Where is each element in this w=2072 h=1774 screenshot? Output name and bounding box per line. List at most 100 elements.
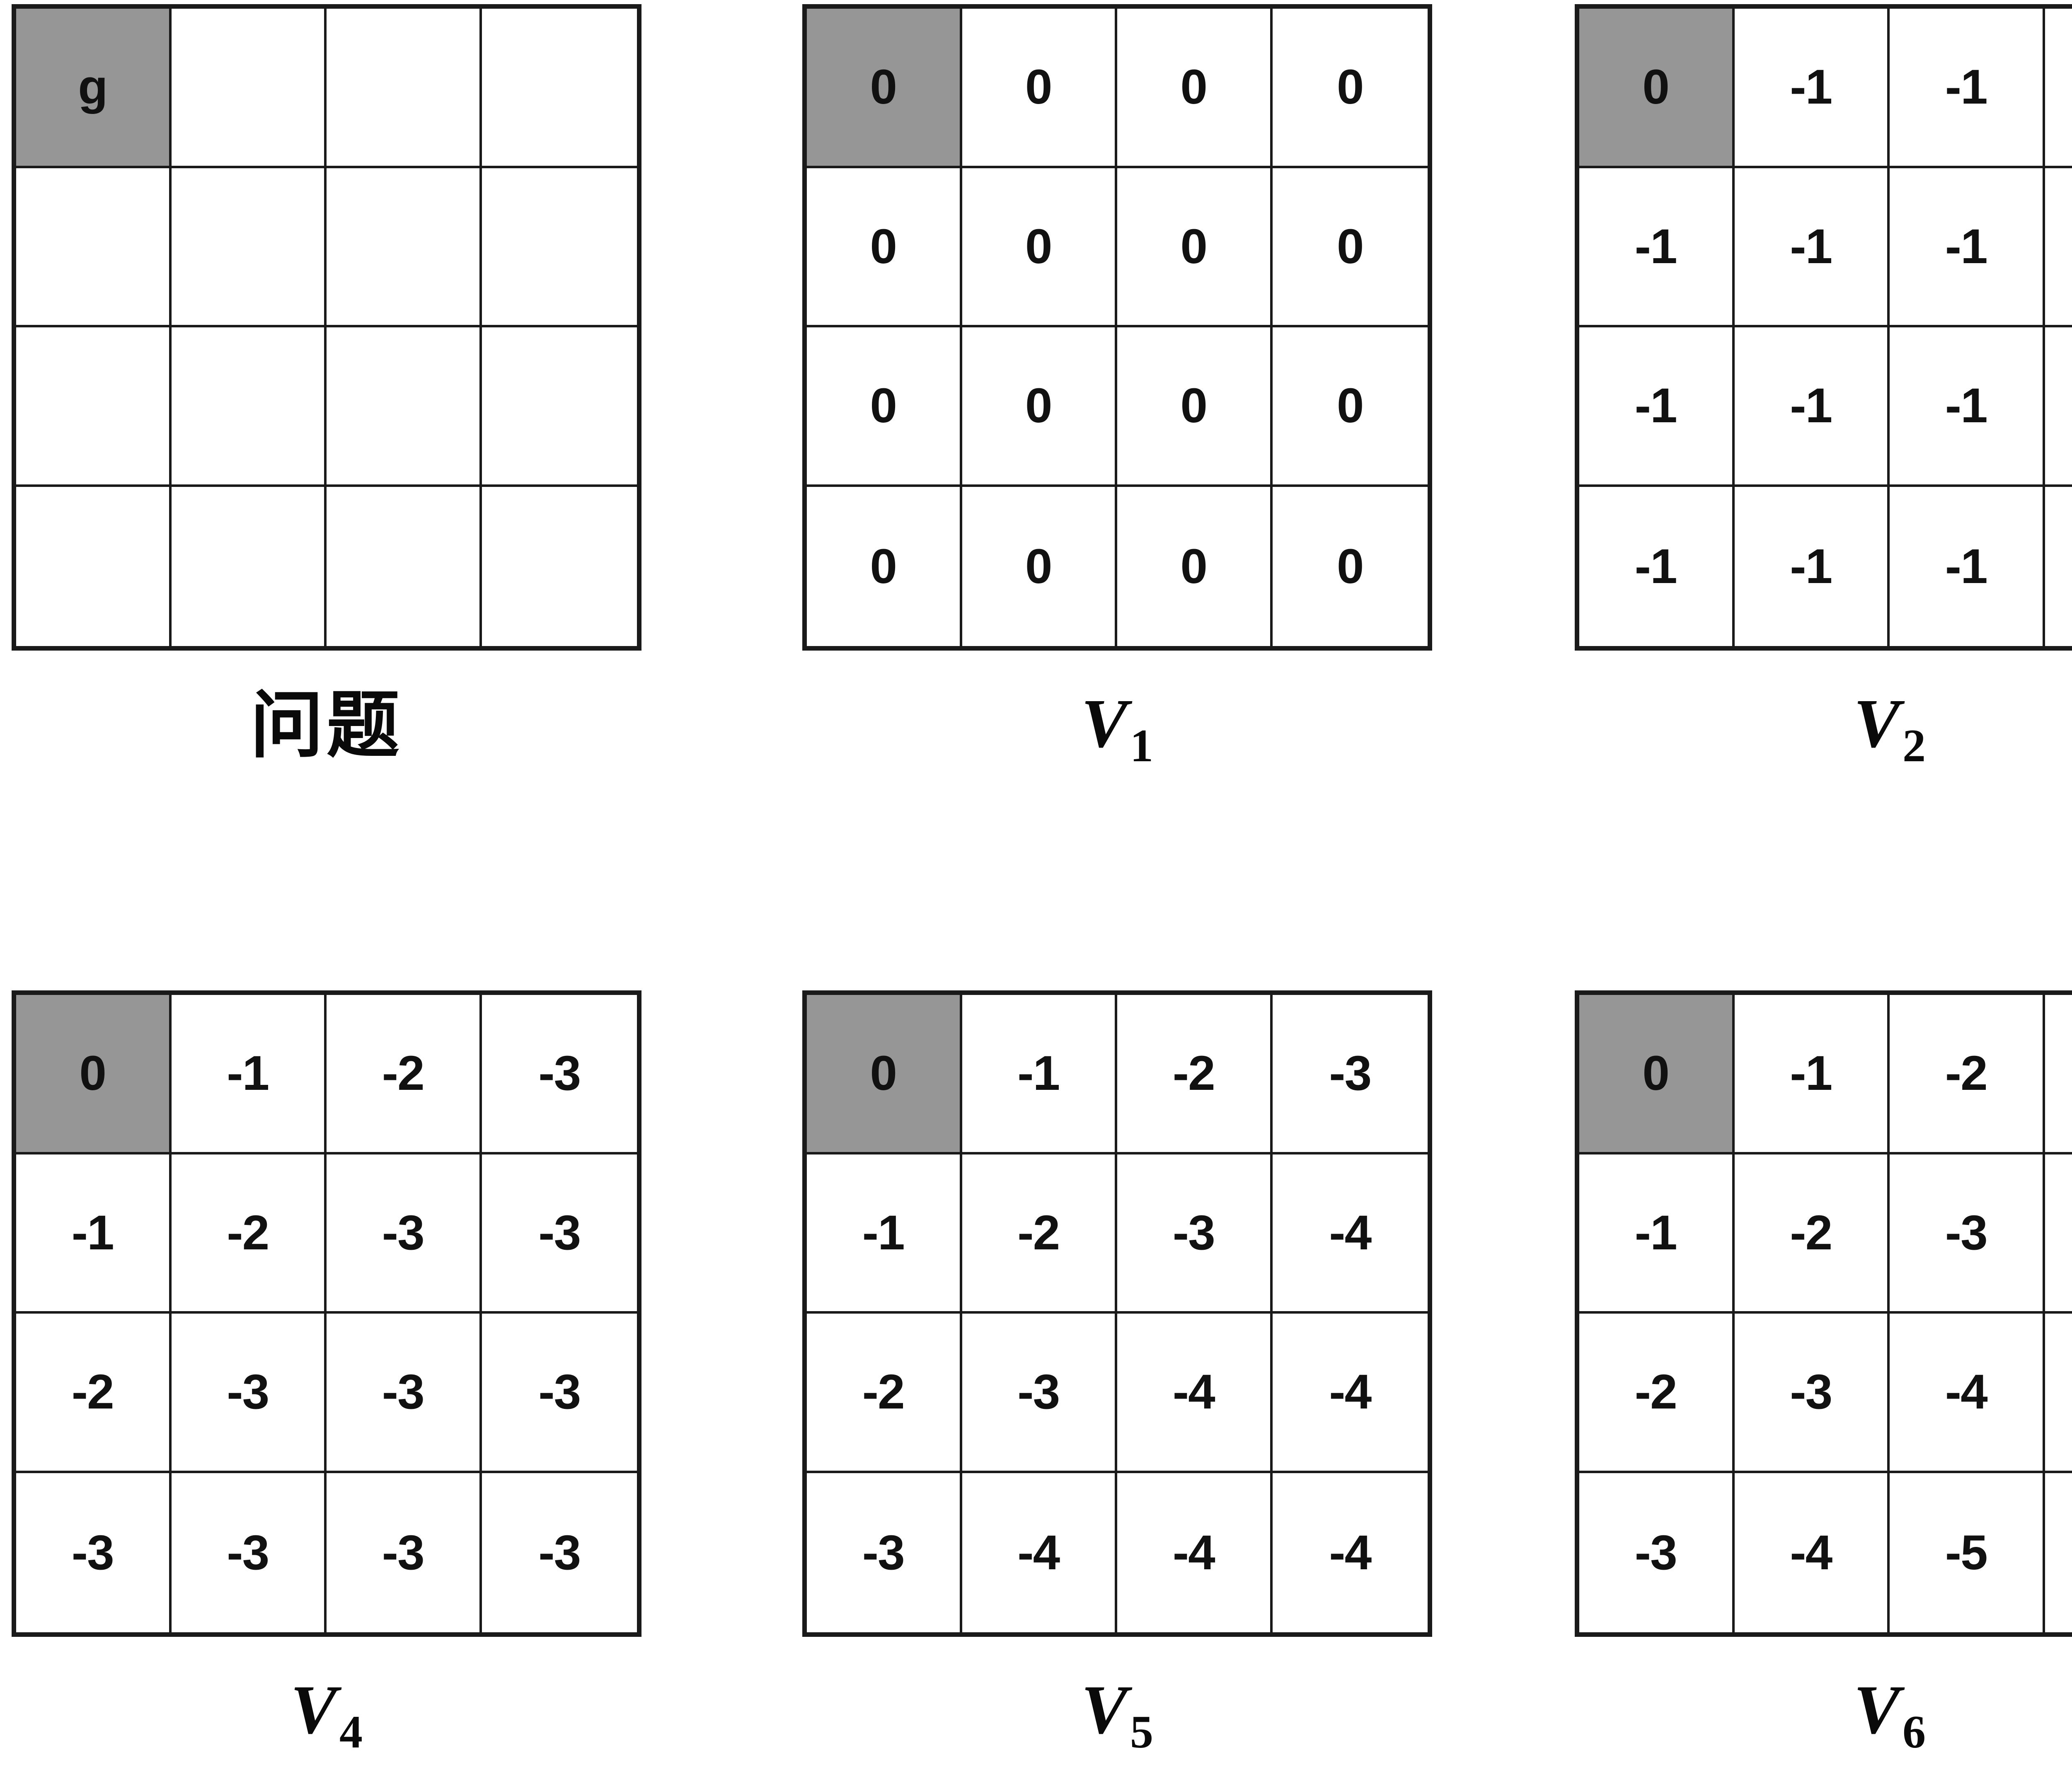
cell-v6-r3c2: -3 [1734, 1314, 1890, 1473]
cell-v4-r2c3: -3 [327, 1154, 482, 1314]
cell-v5-r3c4: -4 [1272, 1314, 1428, 1473]
caption-v1: V1 [802, 689, 1432, 769]
grid-v2: 0-1-1-1-1-1-1-1-1-1-1-1-1-1-1-1 [1575, 4, 2072, 651]
caption-v4: V4 [12, 1675, 641, 1755]
caption-letter-v5: V [1081, 1671, 1128, 1748]
cell-v1-r3c2: 0 [962, 327, 1117, 487]
cell-problem-r4c2 [171, 486, 327, 646]
cell-v4-r3c3: -3 [327, 1314, 482, 1473]
cell-v6-r2c4: -4 [2045, 1154, 2072, 1314]
cell-v6-r3c4: -5 [2045, 1314, 2072, 1473]
cell-problem-r3c4 [482, 327, 637, 487]
cell-problem-r1c4 [482, 9, 637, 168]
caption-subscript-v6: 6 [1903, 1706, 1926, 1758]
cell-v2-r4c2: -1 [1734, 486, 1890, 646]
cell-v1-r1c3: 0 [1117, 9, 1273, 168]
cell-v1-r4c1: 0 [807, 486, 962, 646]
cell-v6-r4c4: -5 [2045, 1473, 2072, 1632]
cell-v1-r4c2: 0 [962, 486, 1117, 646]
caption-letter-v1: V [1081, 685, 1128, 762]
cell-v1-r2c1: 0 [807, 168, 962, 327]
panel-v2: 0-1-1-1-1-1-1-1-1-1-1-1-1-1-1-1V2 [1575, 4, 2072, 769]
cell-v4-r1c3: -2 [327, 995, 482, 1154]
cell-v5-r1c1: 0 [807, 995, 962, 1154]
cell-v5-r1c3: -2 [1117, 995, 1273, 1154]
cell-v1-r3c3: 0 [1117, 327, 1273, 487]
caption-v5: V5 [802, 1675, 1432, 1755]
caption-letter-v4: V [290, 1671, 337, 1748]
cell-v2-r3c3: -1 [1890, 327, 2045, 487]
cell-v4-r3c4: -3 [482, 1314, 637, 1473]
cell-problem-r3c1 [16, 327, 172, 487]
cell-v5-r2c1: -1 [807, 1154, 962, 1314]
cell-problem-r1c2 [171, 9, 327, 168]
cell-v5-r2c3: -3 [1117, 1154, 1273, 1314]
grid-v6: 0-1-2-3-1-2-3-4-2-3-4-5-3-4-5-5 [1575, 990, 2072, 1637]
cell-v5-r2c2: -2 [962, 1154, 1117, 1314]
cell-problem-r2c3 [327, 168, 482, 327]
cell-v5-r4c4: -4 [1272, 1473, 1428, 1632]
caption-subscript-v5: 5 [1130, 1706, 1154, 1758]
cell-v4-r1c2: -1 [171, 995, 327, 1154]
cell-v1-r2c3: 0 [1117, 168, 1273, 327]
cell-v5-r4c3: -4 [1117, 1473, 1273, 1632]
cell-v6-r1c2: -1 [1734, 995, 1890, 1154]
cell-problem-r1c1: g [16, 9, 172, 168]
cell-v2-r3c2: -1 [1734, 327, 1890, 487]
cell-problem-r4c1 [16, 486, 172, 646]
cell-problem-r3c2 [171, 327, 327, 487]
cell-v1-r4c3: 0 [1117, 486, 1273, 646]
caption-subscript-v4: 4 [339, 1706, 363, 1758]
cell-v4-r4c2: -3 [171, 1473, 327, 1632]
caption-subscript-v2: 2 [1903, 720, 1926, 772]
cell-v2-r1c1: 0 [1579, 9, 1735, 168]
caption-v2: V2 [1575, 689, 2072, 769]
cell-problem-r3c3 [327, 327, 482, 487]
cell-v4-r2c2: -2 [171, 1154, 327, 1314]
cell-v5-r4c1: -3 [807, 1473, 962, 1632]
cell-v4-r4c3: -3 [327, 1473, 482, 1632]
cell-v2-r3c1: -1 [1579, 327, 1735, 487]
cell-v1-r3c1: 0 [807, 327, 962, 487]
cell-v2-r1c4: -1 [2045, 9, 2072, 168]
cell-problem-r2c2 [171, 168, 327, 327]
cell-v2-r2c1: -1 [1579, 168, 1735, 327]
cell-v1-r4c4: 0 [1272, 486, 1428, 646]
cell-v5-r2c4: -4 [1272, 1154, 1428, 1314]
cell-v1-r3c4: 0 [1272, 327, 1428, 487]
cell-v1-r2c4: 0 [1272, 168, 1428, 327]
cell-v6-r2c3: -3 [1890, 1154, 2045, 1314]
cell-v4-r4c4: -3 [482, 1473, 637, 1632]
cell-problem-r1c3 [327, 9, 482, 168]
cell-v2-r4c1: -1 [1579, 486, 1735, 646]
cell-v5-r1c2: -1 [962, 995, 1117, 1154]
cell-v1-r2c2: 0 [962, 168, 1117, 327]
cell-v4-r3c1: -2 [16, 1314, 172, 1473]
cell-v4-r2c1: -1 [16, 1154, 172, 1314]
cell-problem-r4c3 [327, 486, 482, 646]
cell-v1-r1c4: 0 [1272, 9, 1428, 168]
panel-v6: 0-1-2-3-1-2-3-4-2-3-4-5-3-4-5-5V6 [1575, 990, 2072, 1755]
cell-v2-r4c4: -1 [2045, 486, 2072, 646]
caption-subscript-v1: 1 [1130, 720, 1154, 772]
cell-v2-r3c4: -1 [2045, 327, 2072, 487]
cell-v2-r1c3: -1 [1890, 9, 2045, 168]
cell-v5-r3c2: -3 [962, 1314, 1117, 1473]
cell-problem-r2c4 [482, 168, 637, 327]
cell-v6-r1c4: -3 [2045, 995, 2072, 1154]
caption-letter-v2: V [1853, 685, 1900, 762]
cell-v4-r1c1: 0 [16, 995, 172, 1154]
cell-v4-r4c1: -3 [16, 1473, 172, 1632]
caption-v6: V6 [1575, 1675, 2072, 1755]
cell-v2-r2c2: -1 [1734, 168, 1890, 327]
cell-v6-r2c2: -2 [1734, 1154, 1890, 1314]
cell-v2-r2c3: -1 [1890, 168, 2045, 327]
caption-letter-v6: V [1853, 1671, 1900, 1748]
cell-v6-r4c1: -3 [1579, 1473, 1735, 1632]
cell-v1-r1c2: 0 [962, 9, 1117, 168]
cell-v6-r2c1: -1 [1579, 1154, 1735, 1314]
